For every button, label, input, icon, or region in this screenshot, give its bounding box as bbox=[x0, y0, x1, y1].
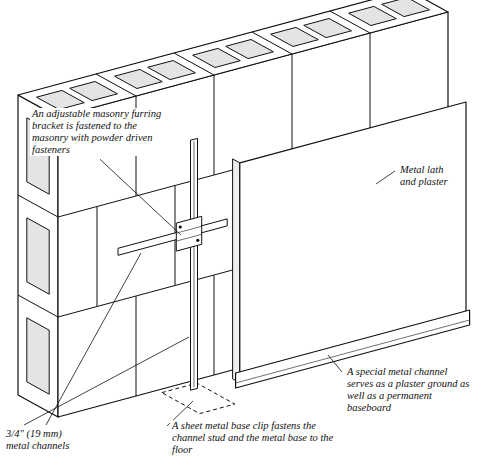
block-core bbox=[70, 82, 118, 101]
base-clip bbox=[162, 383, 235, 414]
block-core bbox=[349, 6, 397, 25]
head-joint bbox=[214, 275, 215, 375]
head-joint bbox=[292, 54, 293, 154]
block-core bbox=[115, 69, 163, 88]
plaster-edge bbox=[233, 159, 240, 383]
head-joint bbox=[370, 33, 371, 133]
leader-line bbox=[24, 337, 189, 425]
leader-line bbox=[100, 159, 181, 235]
channel-stud-edge bbox=[194, 141, 195, 387]
callout-label: 3/4" (19 mm) metal channels bbox=[4, 428, 84, 452]
plaster-panel bbox=[240, 102, 466, 383]
powder-fastener bbox=[179, 225, 182, 228]
wall-top-face bbox=[18, 0, 448, 117]
head-joint bbox=[214, 75, 215, 175]
metal-channel bbox=[118, 219, 227, 255]
block-core bbox=[304, 19, 352, 38]
block-core bbox=[382, 0, 430, 17]
block-core bbox=[37, 90, 85, 109]
mortar-joint bbox=[18, 295, 58, 317]
powder-fastener bbox=[196, 239, 199, 242]
bracket-slot bbox=[176, 226, 201, 233]
callout-label: A sheet metal base clip fastens the chan… bbox=[170, 420, 345, 456]
callout-label: An adjustable masonry furring bracket is… bbox=[30, 108, 175, 156]
block-core bbox=[148, 61, 196, 80]
block-core bbox=[27, 318, 49, 394]
leader-line bbox=[46, 253, 141, 425]
leader-line bbox=[328, 355, 342, 372]
block-core bbox=[271, 27, 319, 46]
block-core bbox=[193, 48, 241, 67]
leader-line bbox=[376, 171, 395, 184]
mortar-joint bbox=[18, 195, 58, 217]
block-core bbox=[226, 40, 274, 59]
head-joint bbox=[136, 296, 137, 396]
callout-label: A special metal channel serves as a plas… bbox=[345, 366, 477, 414]
head-joint bbox=[97, 207, 98, 307]
channel-stud bbox=[191, 138, 198, 390]
callout-label: Metal lath and plaster bbox=[398, 164, 460, 188]
bracket-slot bbox=[176, 234, 201, 241]
block-core bbox=[27, 218, 49, 294]
